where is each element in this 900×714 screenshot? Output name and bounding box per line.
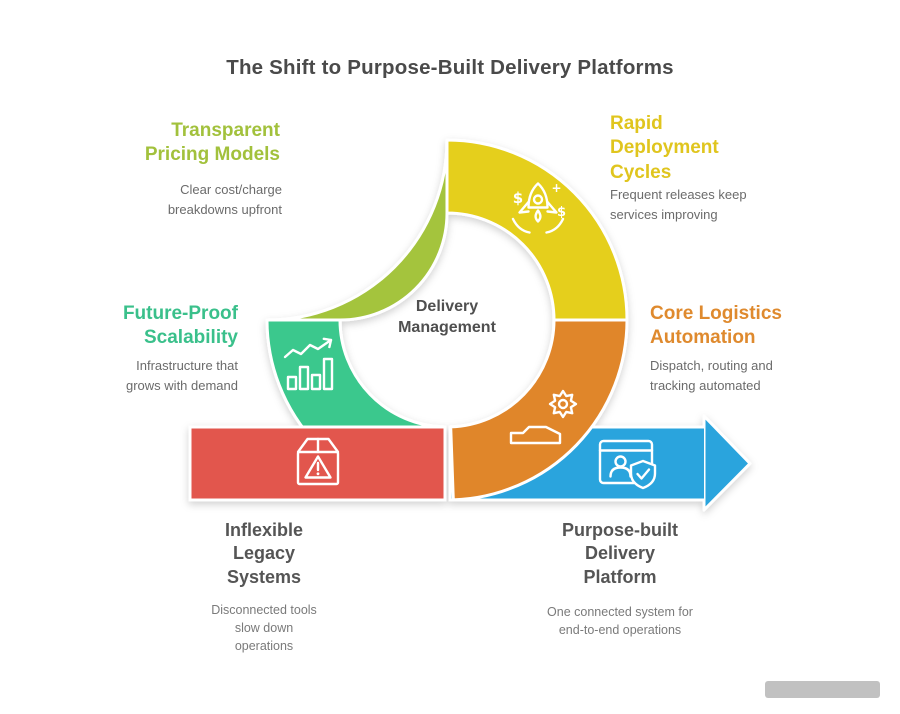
svg-text:+: + — [551, 181, 561, 195]
legacy-heading: Inflexible Legacy Systems — [224, 520, 304, 587]
rocket-icon: $ $ + — [511, 181, 566, 234]
deployment-body: Frequent releases keep services improvin… — [610, 187, 747, 222]
browser-shield-icon — [598, 439, 657, 490]
scalability-heading: Future-Proof Scalability — [122, 303, 238, 349]
center-label: Delivery Management — [398, 298, 496, 336]
page-title: The Shift to Purpose-Built Delivery Plat… — [226, 56, 674, 79]
svg-text:$: $ — [513, 189, 523, 207]
growth-chart-icon — [283, 337, 334, 391]
watermark-logo — [765, 681, 880, 698]
segment-pricing — [265, 138, 449, 322]
truck-icon — [509, 425, 562, 445]
automation-body: Dispatch, routing and tracking automated — [650, 358, 773, 393]
package-warning-icon — [296, 437, 340, 486]
svg-text:$: $ — [557, 205, 566, 220]
scalability-body: Infrastructure that grows with demand — [126, 358, 238, 393]
pricing-heading: Transparent Pricing Models — [144, 120, 280, 166]
legacy-body: Disconnected tools slow down operations — [211, 603, 317, 654]
modern-heading: Purpose-built Delivery Platform — [562, 520, 678, 587]
pricing-bag-icon: $ — [308, 181, 388, 239]
deployment-heading: Rapid Deployment Cycles — [610, 113, 719, 183]
segment-deployment — [445, 138, 629, 322]
automation-heading: Core Logistics Automation — [650, 303, 782, 349]
gear-icon — [548, 389, 578, 419]
segment-automation — [449, 318, 629, 502]
pricing-body: Clear cost/charge breakdowns upfront — [167, 182, 282, 217]
svg-text:$: $ — [342, 204, 353, 223]
modern-body: One connected system for end-to-end oper… — [547, 605, 693, 638]
